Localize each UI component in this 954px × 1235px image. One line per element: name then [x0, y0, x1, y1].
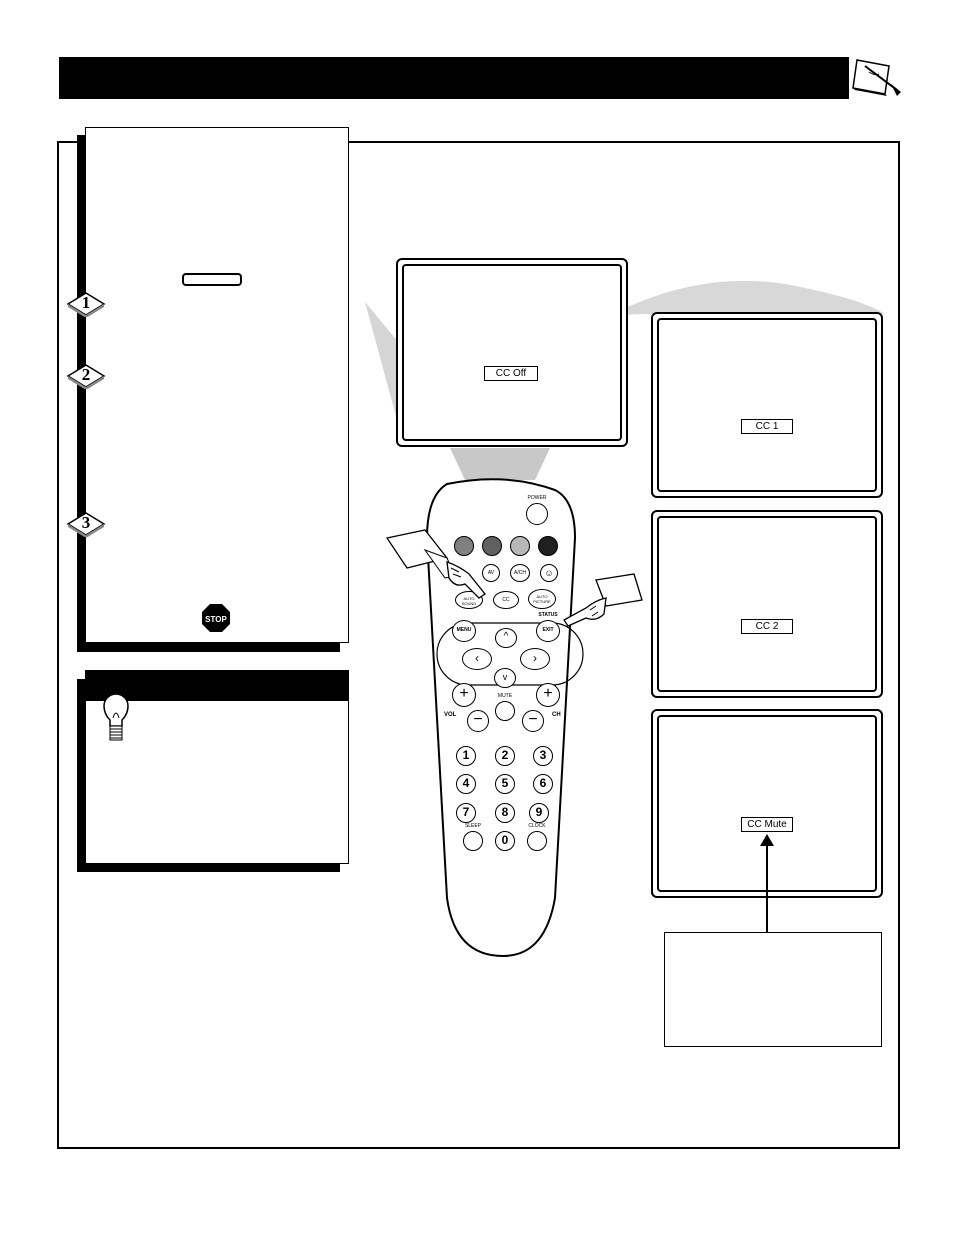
stop-sign-text: STOP [205, 615, 227, 624]
vol-down-button[interactable]: − [467, 710, 489, 732]
tv-screen-cc-off: CC Off [396, 258, 628, 447]
button-symbol [182, 273, 242, 286]
tip-header-bar [86, 671, 348, 701]
digit-0-button[interactable]: 0 [495, 831, 515, 851]
vol-up-button[interactable]: + [452, 683, 476, 707]
digit-6-button[interactable]: 6 [533, 774, 553, 794]
mute-label: MUTE [497, 693, 513, 699]
screen-inner [657, 318, 877, 492]
digit-1-button[interactable]: 1 [456, 746, 476, 766]
down-arrow-button[interactable]: v [494, 668, 516, 688]
status-label: STATUS [538, 612, 558, 618]
vol-label: VOL [444, 712, 457, 718]
step-number: 3 [81, 513, 91, 532]
color-button-2[interactable] [482, 536, 502, 556]
clock-button[interactable] [527, 831, 547, 851]
right-arrow-button[interactable]: › [520, 648, 550, 670]
up-arrow-button[interactable]: ^ [495, 628, 517, 648]
sleep-label: SLEEP [464, 823, 482, 829]
ch-down-button[interactable]: − [522, 710, 544, 732]
screen-inner [402, 264, 622, 441]
cc-button[interactable]: CC [493, 591, 519, 609]
color-button-1[interactable] [454, 536, 474, 556]
digit-4-button[interactable]: 4 [456, 774, 476, 794]
sleep-button[interactable] [463, 831, 483, 851]
cc-mode-label: CC 2 [741, 619, 793, 634]
instruction-panel: STOP [85, 127, 349, 643]
power-button[interactable] [526, 503, 548, 525]
menu-button[interactable]: MENU [452, 620, 476, 642]
color-button-3[interactable] [510, 536, 530, 556]
tip-panel [85, 670, 349, 864]
screen-inner [657, 516, 877, 692]
color-button-4[interactable] [538, 536, 558, 556]
step-marker-3: 3 [66, 511, 106, 542]
pointing-hand-right-icon [563, 573, 643, 627]
cc-mode-label: CC Off [484, 366, 538, 381]
clock-label: CLOCK [528, 823, 546, 829]
digit-5-button[interactable]: 5 [495, 774, 515, 794]
pointer-arrow [760, 834, 774, 934]
header-bar [59, 57, 849, 99]
digit-8-button[interactable]: 8 [495, 803, 515, 823]
lightbulb-icon [91, 676, 141, 741]
notepad-icon [852, 59, 901, 96]
pointing-hand-left-icon [385, 529, 486, 599]
av-button[interactable]: AV [482, 564, 500, 582]
cc-mode-label: CC Mute [741, 817, 793, 832]
callout-box [664, 932, 882, 1047]
auto-picture-button[interactable]: AUTO PICTURE [528, 589, 556, 609]
ch-label: CH [552, 712, 561, 718]
ch-up-button[interactable]: + [536, 683, 560, 707]
step-number: 1 [81, 293, 91, 312]
step-marker-2: 2 [66, 363, 106, 394]
cc-mode-label: CC 1 [741, 419, 793, 434]
content-frame [57, 141, 900, 1149]
mute-button[interactable] [495, 701, 515, 721]
power-label: POWER [527, 495, 547, 501]
digit-2-button[interactable]: 2 [495, 746, 515, 766]
tv-screen-cc2: CC 2 [651, 510, 883, 698]
tv-screen-cc1: CC 1 [651, 312, 883, 498]
digit-9-button[interactable]: 9 [529, 803, 549, 823]
stop-sign-icon: STOP [202, 604, 230, 632]
step-marker-1: 1 [66, 291, 106, 322]
digit-7-button[interactable]: 7 [456, 803, 476, 823]
smiley-icon[interactable]: ☺ [540, 564, 558, 582]
exit-button[interactable]: EXIT [536, 620, 560, 642]
digit-3-button[interactable]: 3 [533, 746, 553, 766]
left-arrow-button[interactable]: ‹ [462, 648, 492, 670]
ach-button[interactable]: A/CH [510, 564, 530, 582]
step-number: 2 [81, 365, 91, 384]
